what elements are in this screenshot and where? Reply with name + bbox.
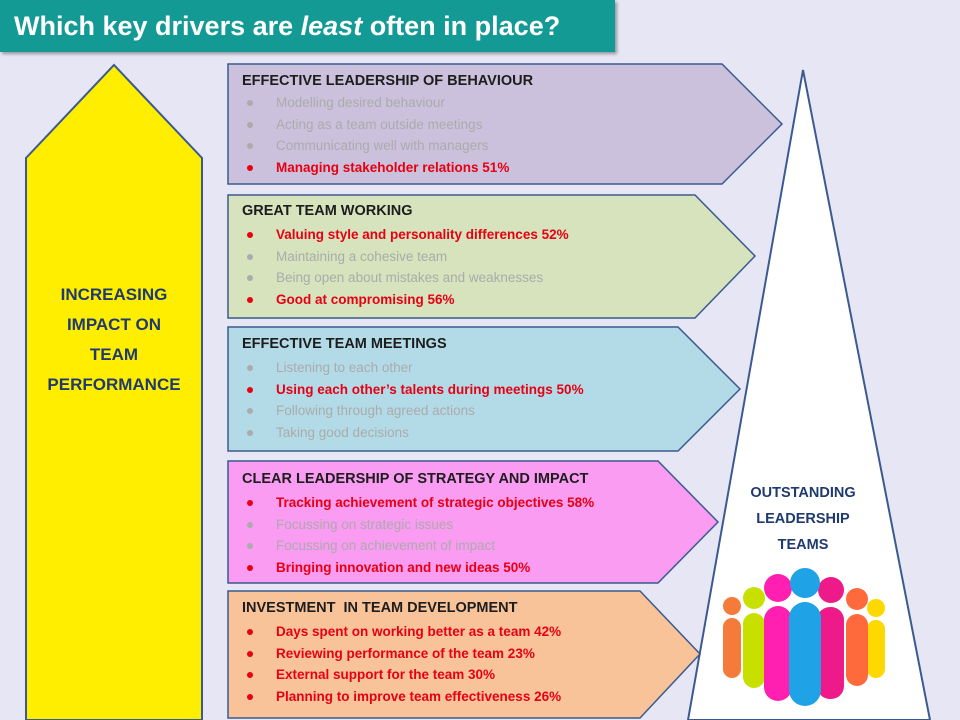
driver-list: Listening to each other Using each other…: [232, 357, 584, 443]
driver-text: Days spent on working better as a team 4…: [276, 624, 562, 639]
panel-team-development: INVESTMENT IN TEAM DEVELOPMENT Days spen…: [232, 600, 561, 707]
bullet-icon: [247, 275, 253, 281]
bullet-icon: [247, 296, 253, 303]
driver-item: Maintaining a cohesive team: [232, 246, 569, 268]
panel-shape-team-meetings: [227, 326, 742, 452]
bullet-icon: [247, 386, 253, 393]
driver-list: Valuing style and personality difference…: [232, 224, 569, 310]
bullet-icon: [247, 543, 253, 549]
driver-text: Bringing innovation and new ideas 50%: [276, 559, 531, 575]
outstanding-triangle: [686, 69, 932, 720]
driver-text: Maintaining a cohesive team: [276, 248, 448, 264]
bullet-icon: [247, 672, 253, 678]
bullet-icon: [247, 365, 253, 371]
title-prefix: Which key drivers are: [14, 11, 301, 41]
driver-text: Tracking achievement of strategic object…: [276, 495, 595, 510]
outstanding-label-line: TEAMS: [777, 537, 829, 553]
panel-heading: GREAT TEAM WORKING: [242, 203, 413, 219]
panel-team-meetings: EFFECTIVE TEAM MEETINGS Listening to eac…: [232, 336, 584, 443]
driver-item: Good at compromising 56%: [232, 289, 569, 311]
bullet-icon: [247, 232, 253, 238]
driver-item: Taking good decisions: [232, 422, 584, 444]
driver-list: Days spent on working better as a team 4…: [232, 621, 561, 707]
driver-text: Valuing style and personality difference…: [276, 227, 569, 242]
driver-item: Following through agreed actions: [232, 400, 584, 422]
driver-item: Valuing style and personality difference…: [232, 224, 569, 246]
bullet-icon: [247, 253, 253, 260]
bullet-icon: [247, 100, 253, 106]
panel-shape-team-development: [227, 590, 702, 719]
impact-arrow: [25, 63, 203, 720]
driver-item: Managing stakeholder relations 51%: [232, 157, 533, 179]
panel-shape-leadership-behaviour: [227, 63, 784, 185]
driver-item: Focussing on achievement of impact: [232, 535, 594, 557]
driver-text: Reviewing performance of the team 23%: [276, 645, 535, 661]
driver-text: Communicating well with managers: [276, 138, 489, 153]
bullet-icon: [247, 500, 253, 506]
driver-text: Taking good decisions: [276, 424, 409, 440]
driver-text: Listening to each other: [276, 360, 413, 375]
driver-text: Using each other’s talents during meetin…: [276, 381, 584, 397]
bullet-icon: [247, 164, 253, 171]
driver-item: Communicating well with managers: [232, 135, 533, 157]
bullet-icon: [247, 564, 253, 571]
driver-item: Tracking achievement of strategic object…: [232, 492, 594, 514]
bullet-icon: [247, 629, 253, 635]
driver-item: Using each other’s talents during meetin…: [232, 379, 584, 401]
driver-item: Planning to improve team effectiveness 2…: [232, 686, 561, 708]
driver-text: Following through agreed actions: [276, 403, 475, 418]
bullet-icon: [247, 408, 253, 414]
impact-label: INCREASING IMPACT ON TEAM PERFORMANCE: [26, 280, 202, 400]
driver-item: Days spent on working better as a team 4…: [232, 621, 561, 643]
driver-list: Modelling desired behaviour Acting as a …: [232, 92, 533, 178]
driver-item: Acting as a team outside meetings: [232, 114, 533, 136]
driver-list: Tracking achievement of strategic object…: [232, 492, 594, 578]
impact-label-line: PERFORMANCE: [47, 375, 181, 394]
page-title: Which key drivers are least often in pla…: [0, 0, 615, 52]
driver-item: Modelling desired behaviour: [232, 92, 533, 114]
bullet-icon: [247, 121, 253, 128]
title-emphasis: least: [300, 11, 363, 41]
panel-heading: INVESTMENT IN TEAM DEVELOPMENT: [242, 600, 518, 616]
impact-label-line: IMPACT ON: [66, 315, 162, 334]
title-suffix: often in place?: [362, 11, 561, 41]
driver-item: Focussing on strategic issues: [232, 514, 594, 536]
title-bar: Which key drivers are least often in pla…: [0, 0, 615, 52]
impact-label-line: INCREASING: [60, 285, 168, 304]
driver-text: External support for the team 30%: [276, 667, 496, 682]
driver-text: Acting as a team outside meetings: [276, 116, 483, 132]
outstanding-label-line: OUTSTANDING: [750, 485, 856, 501]
driver-item: Reviewing performance of the team 23%: [232, 643, 561, 665]
panel-heading: CLEAR LEADERSHIP OF STRATEGY AND IMPACT: [242, 471, 589, 487]
driver-item: Being open about mistakes and weaknesses: [232, 267, 569, 289]
driver-text: Modelling desired behaviour: [276, 95, 445, 110]
outstanding-label-line: LEADERSHIP: [756, 511, 850, 527]
driver-text: Being open about mistakes and weaknesses: [276, 270, 544, 285]
panel-team-working: GREAT TEAM WORKING Valuing style and per…: [232, 203, 569, 310]
panel-shape-team-working: [227, 194, 757, 319]
outstanding-label: OUTSTANDING LEADERSHIP TEAMS: [728, 480, 878, 558]
panel-heading: EFFECTIVE TEAM MEETINGS: [242, 336, 447, 352]
team-people-icon: [723, 568, 885, 706]
driver-item: External support for the team 30%: [232, 664, 561, 686]
panel-leadership-behaviour: EFFECTIVE LEADERSHIP OF BEHAVIOUR Modell…: [232, 73, 533, 178]
bullet-icon: [247, 429, 253, 436]
impact-label-line: TEAM: [89, 345, 139, 364]
panel-shape-strategy-impact: [227, 460, 720, 584]
driver-item: Listening to each other: [232, 357, 584, 379]
bullet-icon: [247, 521, 253, 528]
driver-text: Planning to improve team effectiveness 2…: [276, 688, 562, 704]
driver-text: Managing stakeholder relations 51%: [276, 159, 510, 175]
panel-heading: EFFECTIVE LEADERSHIP OF BEHAVIOUR: [242, 73, 534, 89]
bullet-icon: [247, 143, 253, 149]
driver-item: Bringing innovation and new ideas 50%: [232, 557, 594, 579]
driver-text: Focussing on strategic issues: [276, 516, 454, 532]
driver-text: Good at compromising 56%: [276, 291, 455, 307]
driver-text: Focussing on achievement of impact: [276, 538, 496, 553]
bullet-icon: [247, 650, 253, 657]
bullet-icon: [247, 693, 253, 700]
panel-strategy-impact: CLEAR LEADERSHIP OF STRATEGY AND IMPACT …: [232, 471, 594, 578]
